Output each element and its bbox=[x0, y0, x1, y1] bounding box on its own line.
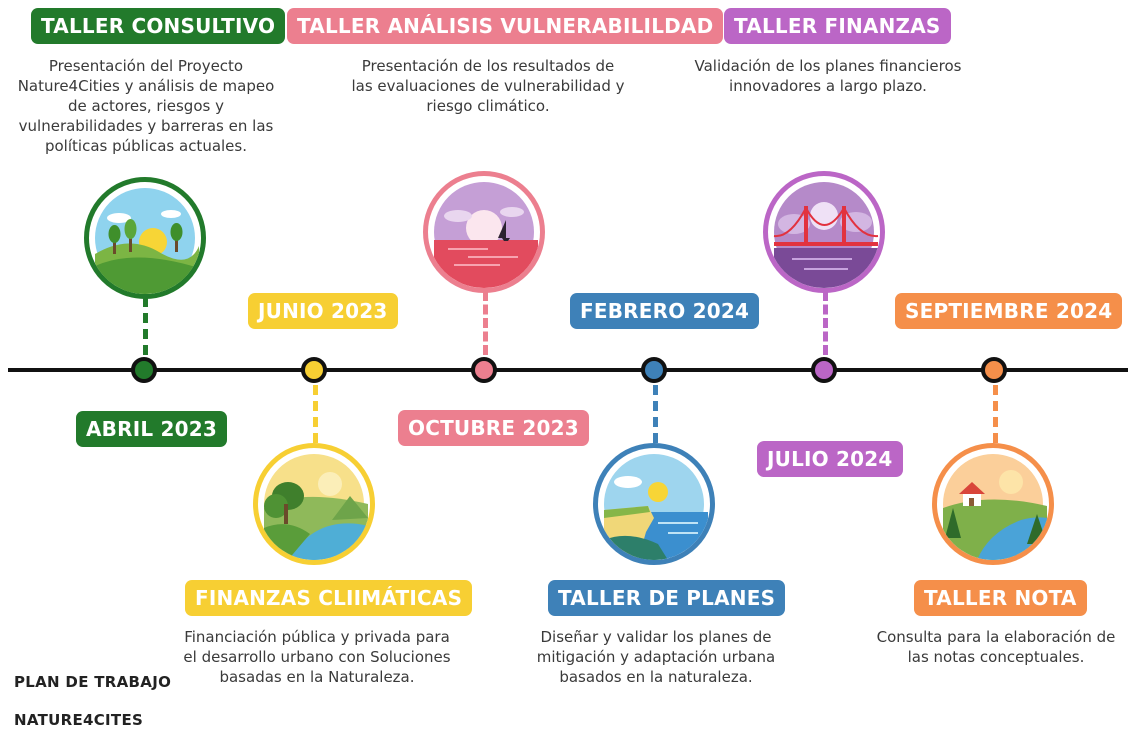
connector-finanzas bbox=[823, 291, 828, 355]
timeline-node-octubre-2023 bbox=[471, 357, 497, 383]
sunset-sailboat-icon bbox=[423, 171, 545, 293]
workshop-title-vulnerabilidad: TALLER ANÁLISIS VULNERABILILDAD bbox=[287, 8, 724, 44]
date-label-abril-2023: ABRIL 2023 bbox=[76, 411, 227, 447]
connector-planes bbox=[653, 385, 658, 443]
connector-finanzas-climaticas bbox=[313, 385, 318, 443]
timeline-node-abril-2023 bbox=[131, 357, 157, 383]
sunny-hills-icon bbox=[84, 177, 206, 299]
date-label-febrero-2024: FEBRERO 2024 bbox=[570, 293, 760, 329]
workshop-title-finanzas-climaticas: FINANZAS CLIIMÁTICAS bbox=[185, 580, 473, 616]
date-label-septiembre-2024: SEPTIEMBRE 2024 bbox=[895, 293, 1123, 329]
workshop-description-finanzas-climaticas: Financiación pública y privada para el d… bbox=[183, 628, 451, 686]
date-label-julio-2024: JULIO 2024 bbox=[757, 441, 903, 477]
workshop-title-finanzas: TALLER FINANZAS bbox=[724, 8, 951, 44]
footer-project-name: NATURE4CITES bbox=[14, 711, 144, 729]
workshop-description-nota: Consulta para la elaboración de las nota… bbox=[876, 628, 1116, 666]
timeline-node-junio-2023 bbox=[301, 357, 327, 383]
date-label-octubre-2023: OCTUBRE 2023 bbox=[398, 410, 589, 446]
suspension-bridge-icon bbox=[763, 171, 885, 293]
timeline-line bbox=[8, 368, 1128, 372]
coastline-cliff-icon bbox=[593, 443, 715, 565]
date-label-junio-2023: JUNIO 2023 bbox=[248, 293, 398, 329]
workshop-title-planes: TALLER DE PLANES bbox=[548, 580, 786, 616]
workshop-title-consultivo: TALLER CONSULTIVO bbox=[31, 8, 286, 44]
workshop-description-vulnerabilidad: Presentación de los resultados de las ev… bbox=[351, 57, 625, 115]
workshop-description-consultivo: Presentación del Proyecto Nature4Cities … bbox=[17, 57, 275, 155]
timeline-node-septiembre-2024 bbox=[981, 357, 1007, 383]
workshop-title-nota: TALLER NOTA bbox=[914, 580, 1087, 616]
timeline-node-julio-2024 bbox=[811, 357, 837, 383]
footer-plan-title: PLAN DE TRABAJO bbox=[14, 673, 172, 691]
workshop-description-planes: Diseñar y validar los planes de mitigaci… bbox=[536, 628, 776, 686]
forest-river-icon bbox=[253, 443, 375, 565]
timeline-node-febrero-2024 bbox=[641, 357, 667, 383]
workshop-description-finanzas: Validación de los planes financieros inn… bbox=[694, 57, 962, 95]
connector-nota bbox=[993, 385, 998, 443]
connector-vulnerabilidad bbox=[483, 291, 488, 355]
house-river-icon bbox=[932, 443, 1054, 565]
connector-consultivo bbox=[143, 297, 148, 355]
